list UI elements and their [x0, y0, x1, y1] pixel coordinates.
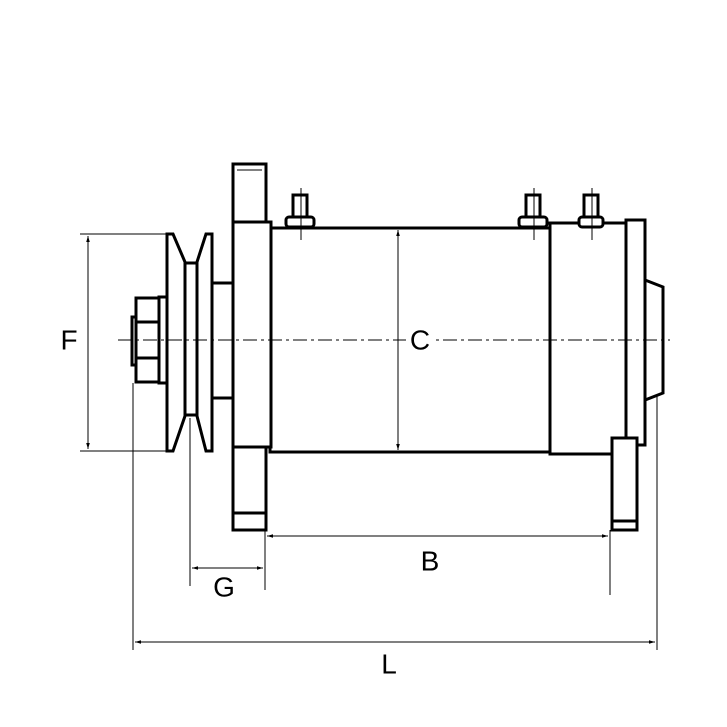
dimension-l: L	[132, 383, 658, 679]
dimension-b: B	[264, 455, 611, 595]
terminal-bolt	[517, 188, 549, 240]
dimension-label-b: B	[421, 545, 440, 576]
dimension-f: F	[58, 233, 170, 452]
terminal-bolt	[284, 188, 316, 240]
dimension-label-g: G	[213, 571, 235, 602]
dimension-c: C	[396, 230, 434, 450]
dimension-g: G	[189, 418, 263, 602]
rear-housing	[548, 221, 632, 456]
rear-mounting-foot	[610, 436, 639, 532]
terminal-bolt	[577, 188, 605, 240]
dimension-label-c: C	[410, 324, 430, 355]
rear-end-plate	[624, 218, 647, 447]
front-mounting-flange	[231, 162, 273, 532]
dimension-label-f: F	[60, 324, 77, 355]
dimension-label-l: L	[381, 648, 397, 679]
